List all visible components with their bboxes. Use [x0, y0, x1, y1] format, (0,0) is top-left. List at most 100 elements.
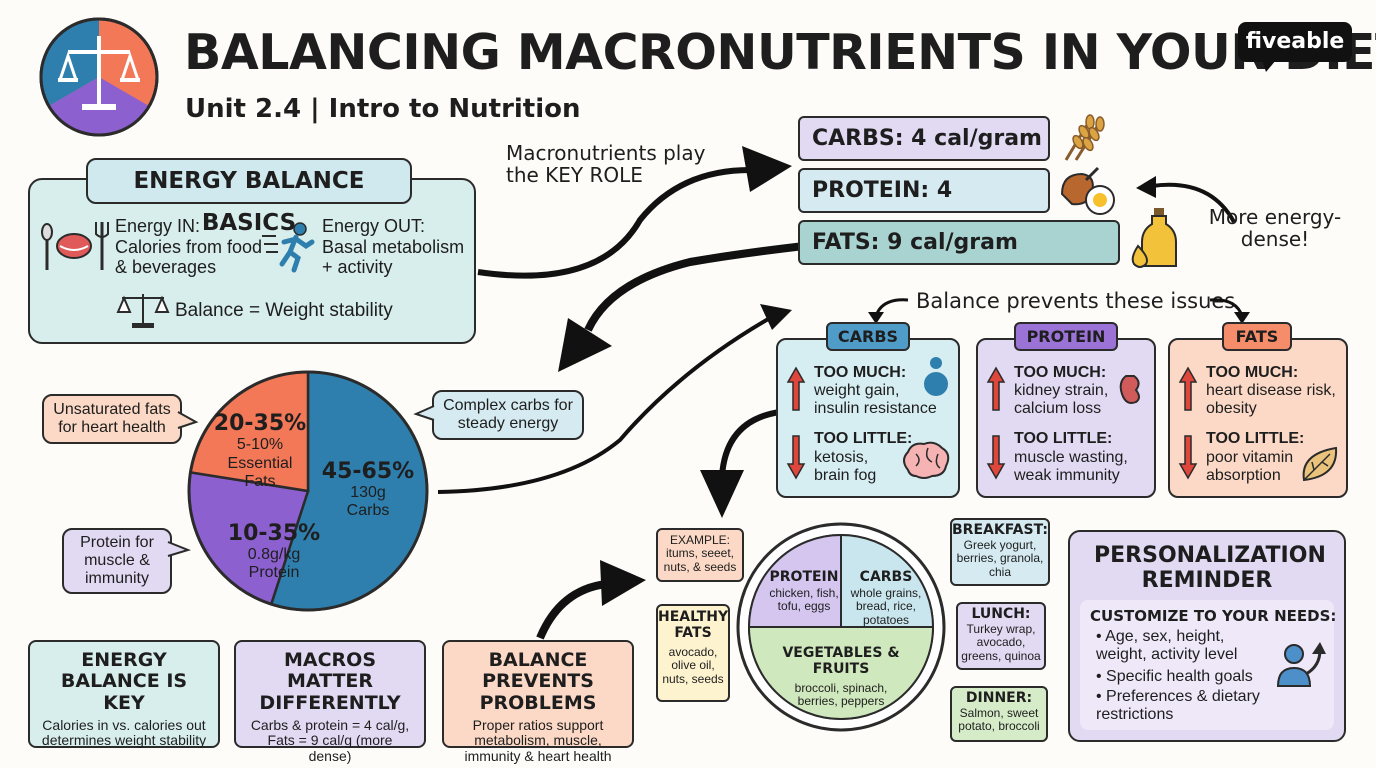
- fats-callout-tail: [177, 411, 199, 429]
- breakfast-items: Greek yogurt, berries, granola, chia: [956, 537, 1044, 579]
- pie-protein-sub: 0.8g/kg: [247, 546, 301, 563]
- energy-in-desc: Calories from food & beverages: [115, 237, 263, 278]
- wheat-icon: [1064, 114, 1105, 161]
- carbs-callout: Complex carbs for steady energy: [432, 390, 584, 440]
- carbs-little-text: ketosis, brain fog: [814, 449, 877, 484]
- page-subtitle: Unit 2.4 | Intro to Nutrition: [185, 94, 581, 124]
- kidney-icon: [1119, 375, 1140, 404]
- pie-carbs-pct: 45-65%: [321, 459, 415, 484]
- summary-balance-text: Proper ratios support metabolism, muscle…: [464, 716, 612, 765]
- energy-in-label: Energy IN:: [115, 216, 201, 236]
- protein-much-text: kidney strain, calcium loss: [1014, 382, 1109, 417]
- summary-card-balance: BALANCE PREVENTS PROBLEMS Proper ratios …: [442, 640, 634, 764]
- fats-callout: Unsaturated fats for heart health: [42, 394, 182, 444]
- up-arrow-icon: [986, 366, 1006, 411]
- arrow-issues-right: [1209, 298, 1250, 324]
- fork-mouth-icon: [41, 222, 109, 270]
- macro-pie-chart: [187, 370, 429, 612]
- carbs-little-label: TOO LITTLE:: [814, 430, 913, 447]
- plate-veg-items: broccoli, spinach, berries, peppers: [794, 681, 888, 709]
- up-arrow-icon: [1178, 366, 1198, 411]
- page-title: BALANCING MACRONUTRIENTS IN YOUR DIET: [184, 24, 1376, 81]
- balanced-plate: [736, 522, 946, 732]
- personalization-item: • Preferences & dietary restrictions: [1096, 688, 1260, 723]
- pie-protein-label: Protein: [248, 564, 300, 581]
- protein-little-text: muscle wasting, weak immunity: [1014, 449, 1128, 484]
- brand-logo[interactable]: fiveable: [1238, 22, 1352, 62]
- breakfast-title: BREAKFAST:: [952, 522, 1048, 538]
- down-arrow-icon: [786, 435, 806, 480]
- summary-card-macros: MACROS MATTER DIFFERENTLY Carbs & protei…: [234, 640, 426, 764]
- protein-issue-tag: PROTEIN: [1014, 322, 1118, 351]
- up-arrow-icon: [786, 366, 806, 411]
- balance-scale-icon: [39, 17, 159, 137]
- dinner-title: DINNER:: [965, 690, 1033, 706]
- oil-bottle-icon: [1131, 208, 1177, 268]
- carbs-calorie-bar: CARBS: 4 cal/gram: [798, 116, 1050, 161]
- fats-much-label: TOO MUCH:: [1206, 364, 1299, 381]
- down-arrow-icon: [986, 435, 1006, 480]
- lunch-items: Turkey wrap, avocado, greens, quinoa: [961, 621, 1041, 663]
- plate-carbs-title: CARBS: [859, 569, 913, 585]
- dinner-items: Salmon, sweet potato, broccoli: [958, 705, 1040, 734]
- chicken-egg-icon: [1060, 166, 1115, 215]
- brand-name: fiveable: [1245, 29, 1345, 54]
- pie-fats-pct: 20-35%: [213, 411, 307, 436]
- personalization-item: • Age, sex, height, weight, activity lev…: [1096, 628, 1238, 663]
- energy-balance-text: Balance = Weight stability: [175, 300, 393, 321]
- down-arrow-icon: [1178, 435, 1198, 480]
- leaf-icon: [1302, 446, 1338, 482]
- protein-issue-card: [976, 338, 1156, 498]
- personalization-title: PERSONALIZATION REMINDER: [1094, 543, 1326, 593]
- arrow-energy-dense: [1136, 176, 1236, 223]
- protein-little-label: TOO LITTLE:: [1014, 430, 1113, 447]
- personalization-subtitle: CUSTOMIZE TO YOUR NEEDS:: [1090, 607, 1337, 625]
- protein-callout: Protein for muscle & immunity: [62, 528, 172, 594]
- summary-card-energy: ENERGY BALANCE IS KEY Calories in vs. ca…: [28, 640, 220, 748]
- plate-carbs-items: whole grains, bread, rice, potatoes: [850, 586, 922, 627]
- fats-little-text: poor vitamin absorption: [1206, 449, 1294, 484]
- lunch-title: LUNCH:: [971, 606, 1031, 622]
- carbs-much-text: weight gain, insulin resistance: [814, 382, 937, 417]
- pie-fats-label: Essential Fats: [227, 455, 293, 490]
- fats-calorie-bar: FATS: 9 cal/gram: [798, 220, 1120, 265]
- energy-out-desc: Basal metabolism + activity: [322, 237, 465, 278]
- fats-much-text: heart disease risk, obesity: [1206, 382, 1336, 417]
- balance-issues-title: Balance prevents these issues: [916, 289, 1236, 313]
- plate-veg-title: VEGETABLES & FRUITS: [782, 645, 900, 677]
- summary-energy-title: ENERGY BALANCE IS KEY: [60, 649, 188, 714]
- pie-carbs-label: Carbs: [346, 502, 390, 519]
- breakfast-card: BREAKFAST: Greek yogurt, berries, granol…: [950, 518, 1050, 586]
- pie-carbs-sub: 130g: [350, 484, 386, 501]
- plate-example-text: EXAMPLE: itums, seeet, nuts, & seeds: [663, 533, 737, 574]
- pie-fats-sub: 5-10%: [236, 436, 284, 453]
- dinner-card: DINNER: Salmon, sweet potato, broccoli: [950, 686, 1048, 742]
- healthy-fats-items: avocado, olive oil, nuts, seeds: [662, 645, 724, 686]
- summary-energy-text: Calories in vs. calories out determines …: [41, 716, 207, 749]
- key-role-text: Macronutrients play the KEY ROLE: [506, 141, 706, 188]
- summary-macros-title: MACROS MATTER DIFFERENTLY: [259, 649, 401, 714]
- fats-little-label: TOO LITTLE:: [1206, 430, 1305, 447]
- protein-much-label: TOO MUCH:: [1014, 364, 1107, 381]
- carbs-callout-tail: [413, 405, 435, 421]
- personalization-inner: [1080, 600, 1334, 730]
- brain-icon: [903, 441, 950, 479]
- plate-protein-title: PROTEIN: [769, 569, 839, 585]
- carbs-much-label: TOO MUCH:: [814, 364, 907, 381]
- protein-callout-tail: [167, 541, 192, 557]
- fats-issue-tag: FATS: [1222, 322, 1292, 351]
- runner-icon: [262, 222, 315, 273]
- person-icon: [924, 357, 948, 396]
- plate-example-card: EXAMPLE: itums, seeet, nuts, & seeds: [656, 528, 744, 582]
- energy-dense-note: More energy-dense!: [1208, 205, 1342, 252]
- pie-protein-pct: 10-35%: [227, 521, 321, 546]
- pie-outline: [187, 370, 429, 612]
- personalization-item: • Specific health goals: [1096, 668, 1253, 685]
- user-growth-icon: [1276, 642, 1326, 687]
- healthy-fats-title: HEALTHY FATS: [658, 609, 729, 641]
- plate-protein-items: chicken, fish, tofu, eggs: [769, 586, 839, 614]
